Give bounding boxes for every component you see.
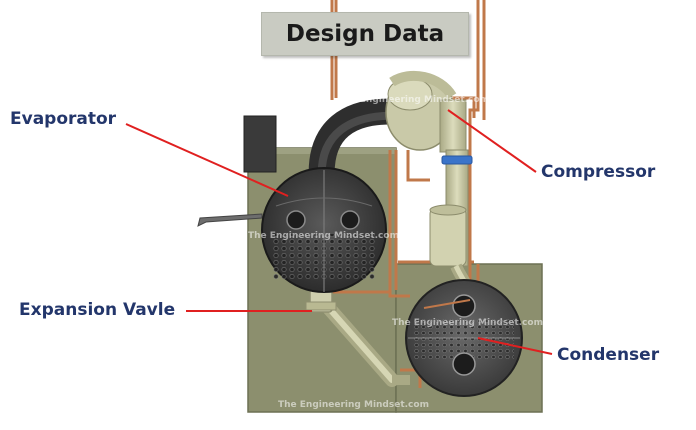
watermark-top: The Engineering Mindset.com: [338, 95, 489, 105]
watermarks: The Engineering Mindset.com The Engineer…: [248, 95, 543, 410]
condenser-vessel: [405, 279, 523, 397]
compressor-unit: [385, 70, 476, 301]
diagram-title: Design Data: [261, 12, 469, 56]
compressor-label: Compressor: [541, 162, 656, 182]
evaporator-vessel: [197, 167, 387, 293]
evaporator-label: Evaporator: [10, 109, 117, 129]
condenser-label: Condenser: [557, 345, 660, 365]
watermark-condenser: The Engineering Mindset.com: [392, 318, 543, 328]
condenser-pointer: [477, 337, 553, 355]
compressor-pointer: [447, 109, 537, 173]
watermark-bottom: The Engineering Mindset.com: [278, 400, 429, 410]
watermark-middle: The Engineering Mindset.com: [248, 231, 399, 241]
expansion-valve-label: Expansion Vavle: [19, 300, 176, 320]
evaporator-pointer: [125, 123, 289, 197]
pointer-lines: [125, 109, 553, 355]
